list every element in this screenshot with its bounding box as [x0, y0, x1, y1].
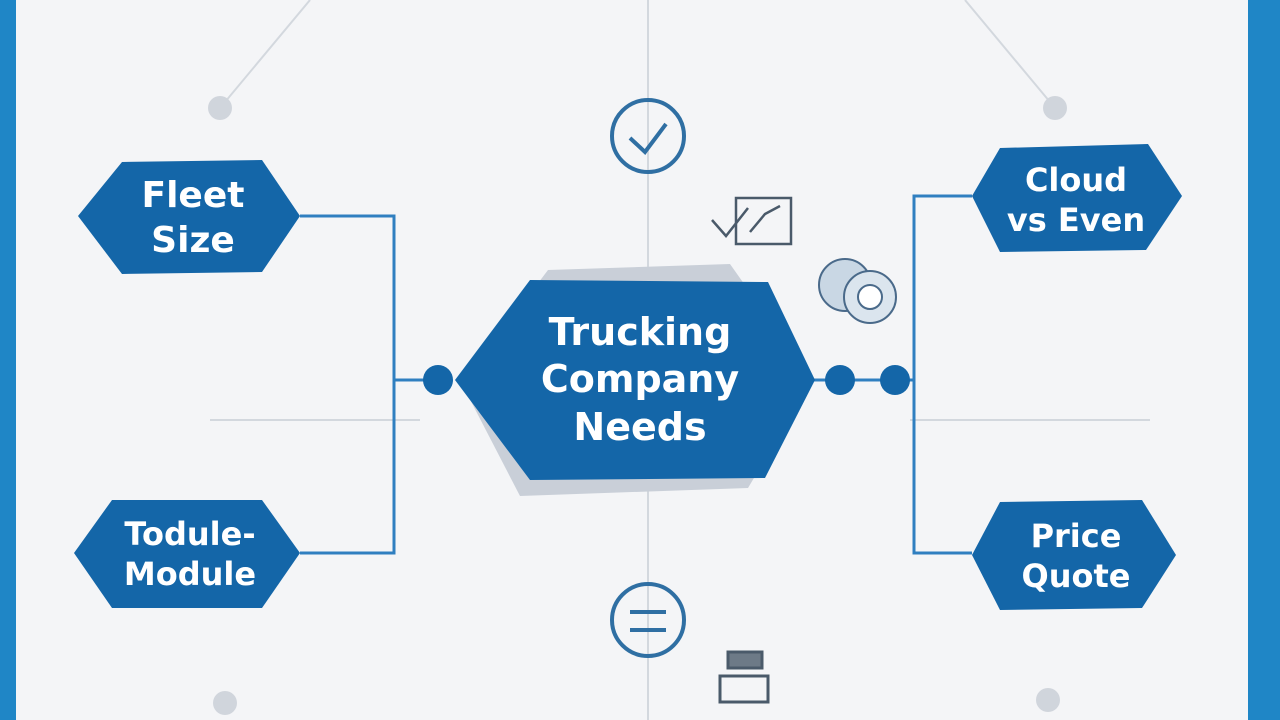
- right-node-2-line-2: Quote: [1021, 557, 1131, 595]
- left-node-2-line-1: Todule-: [124, 515, 256, 553]
- frame-left-border: [0, 0, 16, 720]
- left-node-2-shape: [74, 500, 300, 608]
- center-node-line-3: Needs: [573, 404, 707, 449]
- right-node-1-line-2: vs Even: [1006, 201, 1146, 239]
- right-node-1-shape: [972, 144, 1182, 252]
- user-group-icon: [818, 258, 897, 324]
- right-node-2-label: Price Quote: [986, 502, 1166, 610]
- left-node-2-label: Todule- Module: [92, 500, 288, 608]
- left-node-1-line-1: Fleet: [141, 175, 245, 216]
- check-circle-icon: [610, 98, 686, 174]
- checkbox-screen-icon: [711, 196, 793, 246]
- left-node-1-line-2: Size: [151, 220, 235, 261]
- center-node-label: Trucking Company Needs: [470, 282, 810, 478]
- right-node-1-label: Cloud vs Even: [986, 148, 1166, 252]
- center-node-line-1: Trucking: [548, 309, 732, 354]
- right-node-2-line-1: Price: [1030, 517, 1122, 555]
- left-node-1-label: Fleet Size: [100, 162, 286, 274]
- left-node-2-line-2: Module: [123, 555, 257, 593]
- center-node-shape: [455, 264, 815, 496]
- background-dots: [208, 96, 1067, 715]
- center-node-line-2: Company: [540, 357, 740, 402]
- connector-dots: [423, 365, 910, 395]
- frame-right-border: [1248, 0, 1280, 720]
- right-node-1-line-1: Cloud: [1024, 161, 1128, 199]
- right-node-2-shape: [972, 500, 1176, 610]
- left-node-1-shape: [78, 160, 300, 274]
- monitor-icon: [718, 650, 770, 704]
- menu-circle-icon: [610, 582, 686, 658]
